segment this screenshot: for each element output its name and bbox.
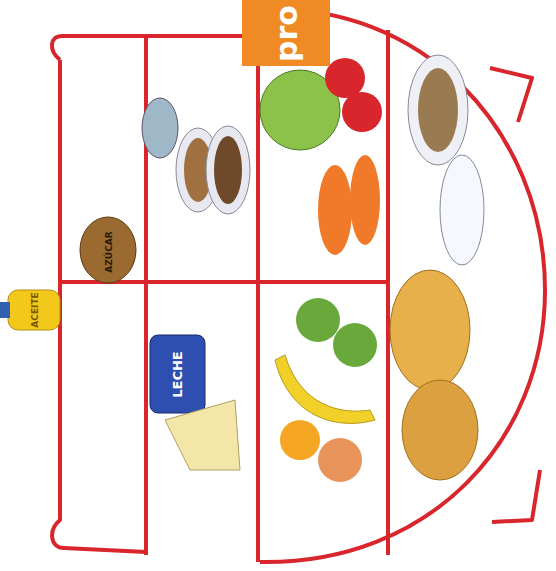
plate-arc: [260, 9, 545, 562]
bread: [390, 270, 470, 390]
fish: [142, 98, 178, 158]
bowl: [408, 55, 468, 165]
sugar-jar: [80, 217, 136, 283]
divider: [256, 36, 260, 562]
product-label: AZÚCAR: [103, 231, 113, 272]
bread: [402, 380, 478, 480]
cheese: [165, 400, 240, 470]
fruit: [318, 438, 362, 482]
milk-can: [150, 335, 205, 413]
heading-tab: pro: [242, 0, 330, 66]
product-label: LECHE: [170, 351, 185, 397]
plate-top-edge: [52, 36, 255, 60]
tomato: [325, 58, 365, 98]
dairy: [150, 335, 240, 470]
carrot: [350, 155, 380, 245]
fish-and-bowls: [142, 98, 250, 214]
bottle-cap: [0, 302, 10, 318]
fruit: [296, 298, 340, 342]
grains-and-bread: [390, 55, 484, 480]
heading-tab: [242, 0, 330, 66]
sugar-and-oil: [0, 217, 136, 330]
bowl: [206, 126, 250, 214]
plate-left-edge: [52, 60, 146, 552]
tomato: [342, 92, 382, 132]
orange: [280, 420, 320, 460]
cereal: [418, 68, 458, 152]
vegetables: [260, 58, 382, 255]
fruits: [275, 298, 377, 482]
divider: [146, 280, 388, 284]
plate-ear: [492, 470, 540, 522]
rice: [440, 155, 484, 265]
plate-ear: [490, 68, 532, 122]
beans: [214, 136, 242, 204]
product-label: ACEITE: [29, 292, 39, 327]
plate-outline: [52, 9, 545, 562]
heading-text: pro: [268, 5, 303, 62]
banana: [275, 355, 375, 423]
carrot: [318, 165, 352, 255]
fruit: [333, 323, 377, 367]
oil-bottle: [8, 290, 60, 330]
divider: [386, 30, 390, 555]
